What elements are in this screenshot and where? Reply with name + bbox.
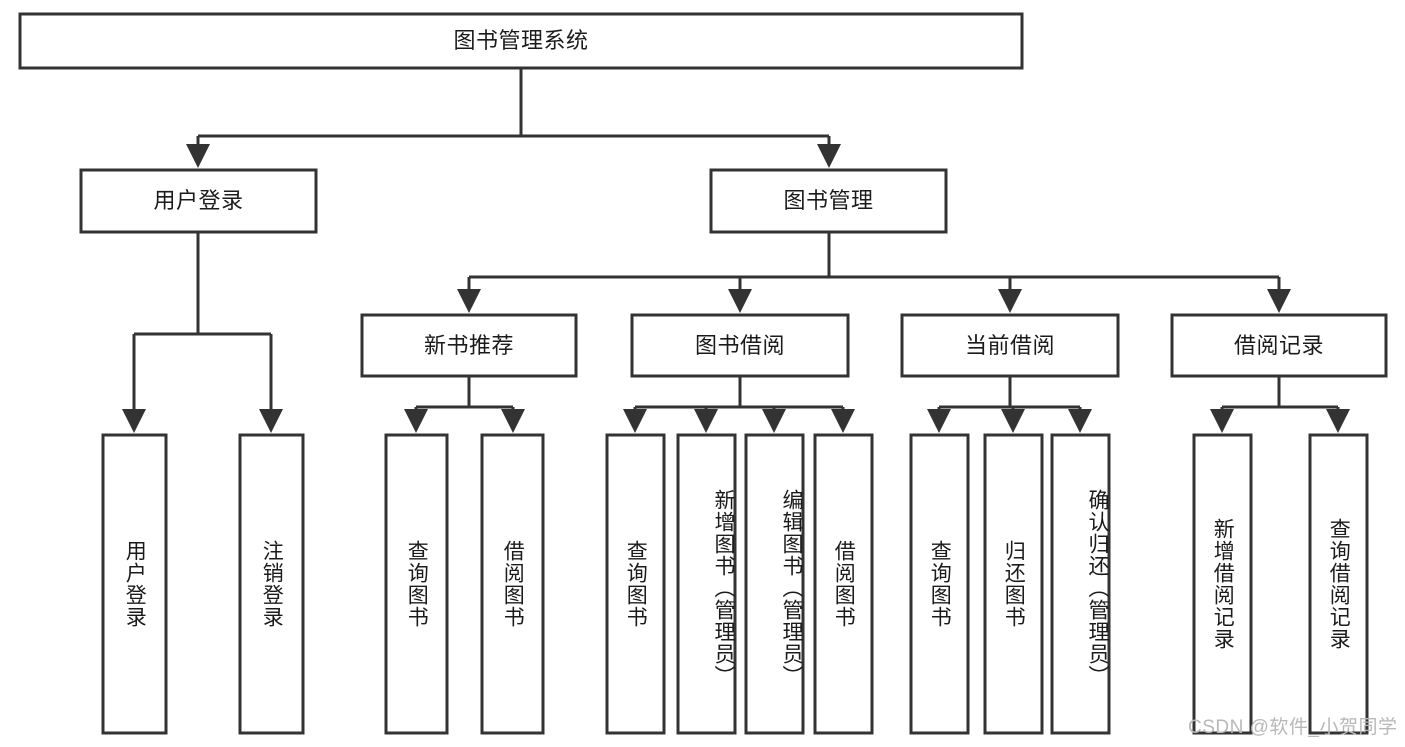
node-box-leaf-return-book[interactable] [983,433,1044,735]
node-box-root[interactable] [18,12,1024,70]
node-box-leaf-query-book-current[interactable] [909,433,970,735]
node-box-leaf-edit-book[interactable] [744,433,805,735]
node-box-book-borrow[interactable] [630,313,850,378]
node-box-new-book-recommend[interactable] [360,313,578,378]
node-box-current-borrow[interactable] [900,313,1120,378]
node-box-leaf-borrow-book-recommend[interactable] [480,433,545,735]
node-box-leaf-add-borrow-record[interactable] [1192,433,1253,735]
node-box-leaf-query-book-borrow[interactable] [605,433,666,735]
node-box-leaf-confirm-return[interactable] [1050,433,1111,735]
node-box-leaf-query-borrow-record[interactable] [1308,433,1369,735]
watermark-text: CSDN @软件_小贺同学 [1188,717,1398,738]
node-box-leaf-borrow-book[interactable] [813,433,874,735]
node-box-leaf-query-book-recommend[interactable] [384,433,449,735]
node-box-leaf-add-book[interactable] [676,433,737,735]
node-box-borrow-record[interactable] [1170,313,1388,378]
node-box-book-manage[interactable] [709,168,948,234]
node-box-leaf-user-logout[interactable] [238,433,305,735]
node-box-leaf-user-login[interactable] [101,433,168,735]
node-box-user-login[interactable] [79,168,318,234]
